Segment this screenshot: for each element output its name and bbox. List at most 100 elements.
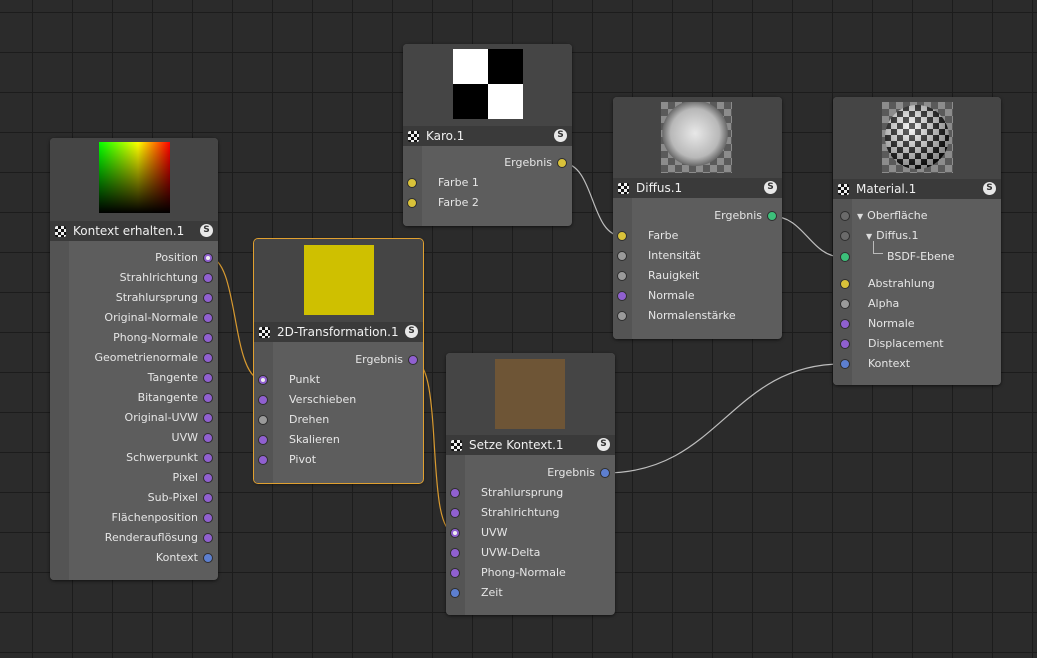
expand-arrow-icon[interactable]: ▼ <box>866 232 873 241</box>
input-port[interactable] <box>450 548 460 558</box>
input-port[interactable] <box>450 568 460 578</box>
output-port[interactable] <box>203 413 213 423</box>
output-row: Ergebnis <box>446 463 615 483</box>
input-port[interactable] <box>407 198 417 208</box>
input-row: UVW-Delta <box>446 543 615 563</box>
output-port[interactable] <box>203 353 213 363</box>
output-port[interactable] <box>557 158 567 168</box>
input-port[interactable] <box>617 291 627 301</box>
output-row: UVW <box>50 428 218 448</box>
solo-icon[interactable]: S <box>554 129 567 142</box>
node-titlebar[interactable]: Kontext erhalten.1 S <box>50 221 218 241</box>
solo-icon[interactable]: S <box>405 325 418 338</box>
output-port[interactable] <box>203 473 213 483</box>
node-preview-area <box>403 44 572 126</box>
output-port[interactable] <box>203 333 213 343</box>
output-port[interactable] <box>203 373 213 383</box>
node-titlebar[interactable]: Diffus.1 S <box>613 178 782 198</box>
node-preview-area <box>833 97 1001 179</box>
input-port[interactable] <box>840 231 850 241</box>
output-row: Kontext <box>50 548 218 568</box>
output-port[interactable] <box>203 293 213 303</box>
input-row: UVW <box>446 523 615 543</box>
node-material[interactable]: Material.1 S ▼Oberfläche ▼Diffus.1 BSDF-… <box>833 97 1001 385</box>
output-row: Schwerpunkt <box>50 448 218 468</box>
input-port[interactable] <box>258 435 268 445</box>
input-port[interactable] <box>840 279 850 289</box>
input-port[interactable] <box>840 339 850 349</box>
input-row: Strahlrichtung <box>446 503 615 523</box>
output-port[interactable] <box>203 513 213 523</box>
input-port[interactable] <box>617 251 627 261</box>
input-port[interactable] <box>407 178 417 188</box>
output-row: Strahlursprung <box>50 288 218 308</box>
input-row: Punkt <box>254 370 423 390</box>
input-port[interactable] <box>450 488 460 498</box>
solo-icon[interactable]: S <box>200 224 213 237</box>
input-port[interactable] <box>450 528 460 538</box>
input-port[interactable] <box>617 311 627 321</box>
output-port[interactable] <box>203 433 213 443</box>
output-port[interactable] <box>767 211 777 221</box>
expand-arrow-icon[interactable]: ▼ <box>857 212 864 221</box>
output-port[interactable] <box>203 313 213 323</box>
output-port[interactable] <box>203 553 213 563</box>
output-port[interactable] <box>203 253 213 263</box>
input-port[interactable] <box>450 508 460 518</box>
node-2d-transformation[interactable]: 2D-Transformation.1 S Ergebnis Punkt Ver… <box>254 239 423 483</box>
input-port[interactable] <box>840 319 850 329</box>
output-port[interactable] <box>600 468 610 478</box>
input-port[interactable] <box>617 271 627 281</box>
output-port[interactable] <box>203 533 213 543</box>
node-karo[interactable]: Karo.1 S Ergebnis Farbe 1 Farbe 2 <box>403 44 572 226</box>
tree-connector <box>873 241 883 254</box>
input-port[interactable] <box>258 415 268 425</box>
input-port[interactable] <box>840 252 850 262</box>
input-row: Displacement <box>833 334 1001 354</box>
input-row: Kontext <box>833 354 1001 374</box>
solo-icon[interactable]: S <box>764 181 777 194</box>
node-setze-kontext[interactable]: Setze Kontext.1 S Ergebnis Strahlursprun… <box>446 353 615 615</box>
solo-icon[interactable]: S <box>597 438 610 451</box>
input-row: Drehen <box>254 410 423 430</box>
output-port[interactable] <box>203 393 213 403</box>
output-port[interactable] <box>203 453 213 463</box>
input-port[interactable] <box>258 395 268 405</box>
output-row: Bitangente <box>50 388 218 408</box>
node-preview-area <box>446 353 615 435</box>
node-titlebar[interactable]: Karo.1 S <box>403 126 572 146</box>
node-type-icon <box>259 326 270 338</box>
node-title: Karo.1 <box>426 129 465 143</box>
node-titlebar[interactable]: Setze Kontext.1 S <box>446 435 615 455</box>
input-row: Skalieren <box>254 430 423 450</box>
input-row: Intensität <box>613 246 782 266</box>
input-port[interactable] <box>258 375 268 385</box>
node-titlebar[interactable]: 2D-Transformation.1 S <box>254 322 423 342</box>
color-preview <box>304 245 374 315</box>
output-row: Sub-Pixel <box>50 488 218 508</box>
input-port[interactable] <box>258 455 268 465</box>
input-row: Farbe 1 <box>403 173 572 193</box>
input-port[interactable] <box>840 359 850 369</box>
sphere-preview <box>661 102 732 173</box>
input-port[interactable] <box>840 211 850 221</box>
input-port[interactable] <box>450 588 460 598</box>
tree-row: ▼Diffus.1 <box>833 226 1001 246</box>
output-port[interactable] <box>203 273 213 283</box>
node-kontext-erhalten[interactable]: Kontext erhalten.1 S Position Strahlrich… <box>50 138 218 580</box>
tree-row: BSDF-Ebene <box>833 247 1001 267</box>
output-row: Ergebnis <box>613 206 782 226</box>
node-type-icon <box>838 183 849 195</box>
node-diffus[interactable]: Diffus.1 S Ergebnis Farbe Intensität Rau… <box>613 97 782 339</box>
node-type-icon <box>618 182 629 194</box>
output-port[interactable] <box>203 493 213 503</box>
node-titlebar[interactable]: Material.1 S <box>833 179 1001 199</box>
solo-icon[interactable]: S <box>983 182 996 195</box>
input-port[interactable] <box>840 299 850 309</box>
output-row: Original-Normale <box>50 308 218 328</box>
input-row: Alpha <box>833 294 1001 314</box>
tree-row: ▼Oberfläche <box>833 206 1001 226</box>
wire-setze-to-kontext <box>604 363 843 474</box>
input-port[interactable] <box>617 231 627 241</box>
output-port[interactable] <box>408 355 418 365</box>
